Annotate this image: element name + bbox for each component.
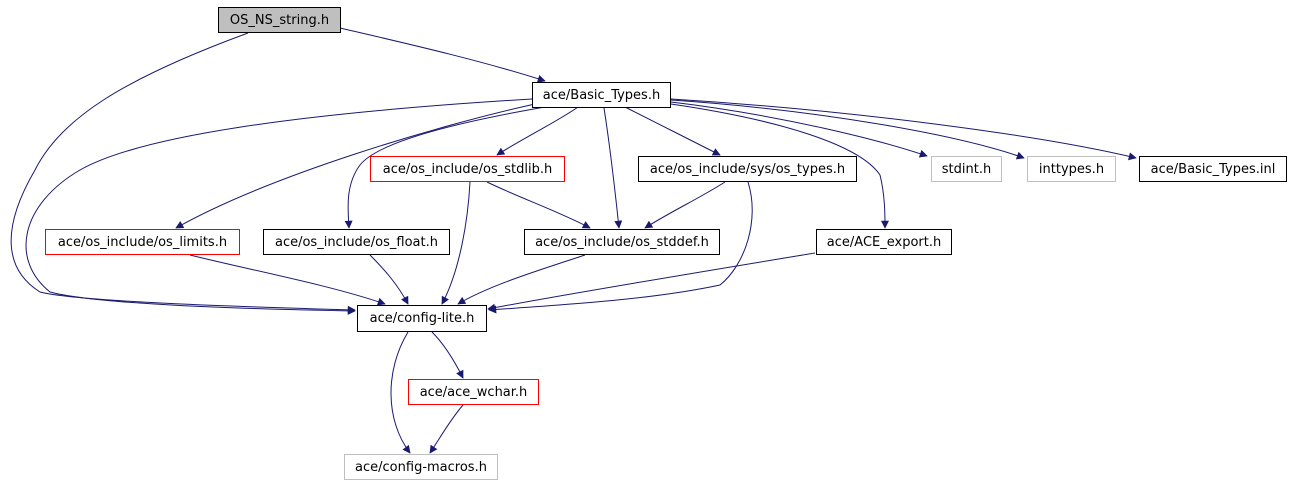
edge-os-ns-string-to-config-lite	[10, 32, 356, 314]
edge-os-limits-to-config-lite	[189, 254, 386, 306]
edge-basic-types-to-stdint	[670, 101, 928, 158]
node-os-ns-string-h[interactable]: OS_NS_string.h	[218, 7, 341, 33]
edge-os-stddef-to-config-lite	[457, 254, 586, 305]
edge-basic-types-to-inttypes	[670, 99, 1025, 160]
edge-os-float-to-config-lite	[369, 254, 409, 305]
node-config-macros-h[interactable]: ace/config-macros.h	[344, 454, 498, 480]
edge-basic-types-to-os-types	[624, 106, 721, 156]
node-os-stddef-h[interactable]: ace/os_include/os_stddef.h	[524, 229, 720, 255]
node-os-limits-h[interactable]: ace/os_include/os_limits.h	[45, 229, 240, 255]
edge-basic-types-to-os-stdlib	[496, 106, 579, 156]
node-ace-wchar-h[interactable]: ace/ace_wchar.h	[408, 379, 539, 405]
edge-basic-types-to-config-lite	[25, 98, 533, 315]
node-os-stdlib-h[interactable]: ace/os_include/os_stdlib.h	[370, 156, 565, 182]
edge-ace-wchar-to-config-macros	[429, 404, 464, 454]
edge-os-stdlib-to-config-lite	[441, 181, 471, 305]
edge-os-types-to-config-lite	[488, 181, 753, 314]
node-config-lite-h[interactable]: ace/config-lite.h	[357, 305, 487, 332]
node-sys-os-types-h[interactable]: ace/os_include/sys/os_types.h	[638, 156, 857, 182]
edge-config-lite-to-config-macros	[390, 331, 411, 454]
node-stdint-h[interactable]: stdint.h	[931, 156, 1002, 182]
edge-os-stdlib-to-os-stddef	[486, 181, 591, 229]
edge-basic-types-to-ace-export	[670, 103, 889, 229]
edge-layer	[10, 27, 1137, 454]
edge-os-types-to-os-stddef	[644, 181, 726, 229]
node-ace-export-h[interactable]: ace/ACE_export.h	[816, 229, 952, 255]
edge-basic-types-to-os-float	[344, 106, 546, 229]
edge-config-lite-to-ace-wchar	[431, 331, 464, 379]
edge-basic-types-to-basic-types-inl	[670, 98, 1137, 161]
edge-basic-types-to-os-limits	[175, 103, 536, 229]
node-basic-types-inl[interactable]: ace/Basic_Types.inl	[1139, 156, 1287, 182]
edge-ace-export-to-config-lite	[487, 252, 816, 312]
edge-basic-types-to-os-stddef	[603, 107, 623, 229]
node-os-float-h[interactable]: ace/os_include/os_float.h	[263, 229, 450, 255]
node-basic-types-h[interactable]: ace/Basic_Types.h	[532, 82, 671, 108]
edge-os-ns-string-to-basic-types	[339, 27, 546, 83]
node-inttypes-h[interactable]: inttypes.h	[1027, 156, 1116, 182]
